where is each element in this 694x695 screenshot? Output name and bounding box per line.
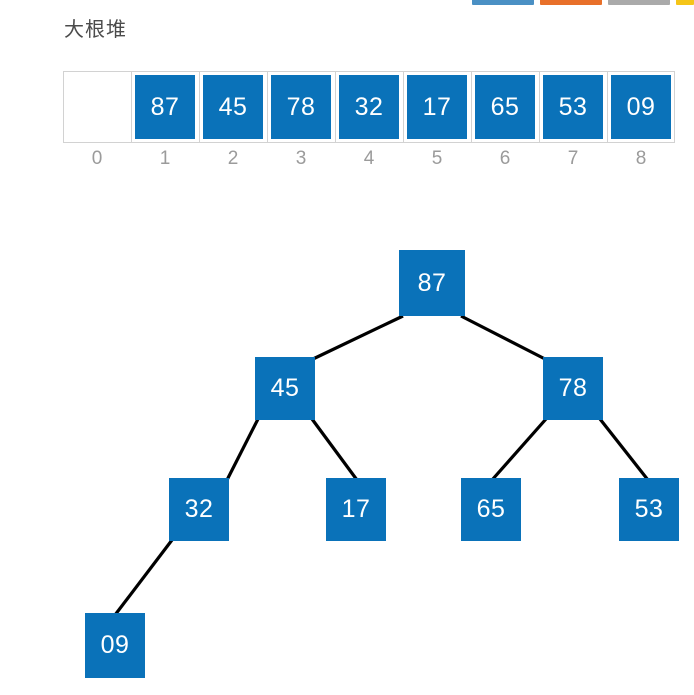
tree-node-value: 53 xyxy=(634,495,664,523)
legend-bar-orange xyxy=(540,0,602,5)
tree-node-value: 78 xyxy=(558,374,588,402)
array-cell-swatch: 45 xyxy=(203,75,263,139)
tree-edge-n4-n8 xyxy=(113,539,174,616)
array-cell-8: 09 xyxy=(607,71,675,143)
array-index-label-8: 8 xyxy=(635,148,647,169)
array-cell-1: 87 xyxy=(131,71,199,143)
array-cell-value: 32 xyxy=(354,92,384,121)
array-index-label-4: 4 xyxy=(363,148,375,169)
array-cell-value: 45 xyxy=(218,92,248,121)
array-cell-swatch: 53 xyxy=(543,75,603,139)
array-index-label-2: 2 xyxy=(227,148,239,169)
tree-node-32: 32 xyxy=(169,478,229,541)
array-cell-value: 78 xyxy=(286,92,316,121)
array-index-label-5: 5 xyxy=(431,148,443,169)
array-cell-swatch: 32 xyxy=(339,75,399,139)
array-index-label-1: 1 xyxy=(159,148,171,169)
array-cell-3: 78 xyxy=(267,71,335,143)
tree-node-78: 78 xyxy=(543,357,603,420)
array-cell-5: 17 xyxy=(403,71,471,143)
heap-array-table: 87 45 78 32 17 65 53 09 xyxy=(63,71,679,143)
tree-node-value: 45 xyxy=(270,374,300,402)
tree-node-value: 65 xyxy=(476,495,506,523)
tree-node-value: 87 xyxy=(417,268,447,297)
tree-edge-n3-n7 xyxy=(598,418,650,481)
legend-bar-strip xyxy=(0,0,694,6)
tree-edge-n2-n5 xyxy=(310,418,359,481)
tree-node-87: 87 xyxy=(399,250,465,316)
tree-node-17: 17 xyxy=(326,478,386,541)
array-index-label-7: 7 xyxy=(567,148,579,169)
array-cell-swatch: 65 xyxy=(475,75,535,139)
tree-node-65: 65 xyxy=(461,478,521,541)
array-cell-swatch: 17 xyxy=(407,75,467,139)
array-cell-4: 32 xyxy=(335,71,403,143)
array-cell-swatch: 78 xyxy=(271,75,331,139)
array-cell-value: 09 xyxy=(626,92,656,121)
array-cell-7: 53 xyxy=(539,71,607,143)
tree-node-53: 53 xyxy=(619,478,679,541)
tree-edge-n1-n3 xyxy=(460,314,546,361)
legend-bar-yellow xyxy=(676,0,694,5)
array-cell-value: 87 xyxy=(150,92,180,121)
tree-node-value: 17 xyxy=(341,495,371,523)
array-cell-value: 17 xyxy=(422,92,452,121)
array-cell-6: 65 xyxy=(471,71,539,143)
array-cell-2: 45 xyxy=(199,71,267,143)
array-cell-value: 53 xyxy=(558,92,588,121)
page-title: 大根堆 xyxy=(64,19,127,41)
array-cell-swatch: 87 xyxy=(135,75,195,139)
tree-node-45: 45 xyxy=(255,357,315,420)
heap-array-index-row: 0 1 2 3 4 5 6 7 8 xyxy=(63,146,679,172)
tree-edge-n3-n6 xyxy=(490,417,548,482)
tree-node-value: 32 xyxy=(184,495,214,523)
array-index-label-0: 0 xyxy=(91,148,103,169)
array-index-label-3: 3 xyxy=(295,148,307,169)
legend-bar-blue xyxy=(472,0,534,5)
legend-bar-gray xyxy=(608,0,670,5)
array-cell-0 xyxy=(63,71,131,143)
array-index-label-6: 6 xyxy=(499,148,511,169)
tree-node-09: 09 xyxy=(85,613,145,678)
array-cell-value: 65 xyxy=(490,92,520,121)
tree-node-value: 09 xyxy=(100,631,130,659)
array-cell-swatch: 09 xyxy=(611,75,671,139)
tree-edge-n1-n2 xyxy=(312,314,404,361)
tree-edge-n2-n4 xyxy=(225,418,260,481)
